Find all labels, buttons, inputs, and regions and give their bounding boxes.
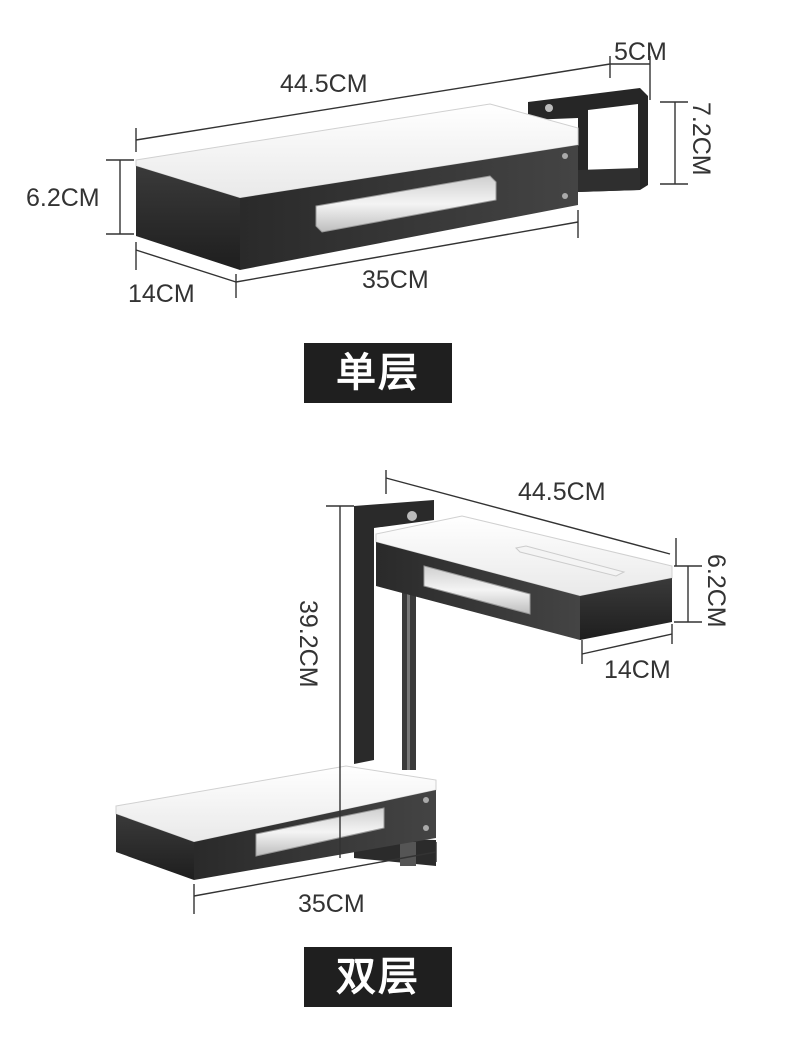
double-upper-tray [375, 515, 673, 640]
single-dimension-lines [106, 56, 688, 298]
dim-bracket-width: 5CM [614, 38, 667, 66]
screw-icon [407, 511, 417, 521]
rivet-icon [562, 193, 568, 199]
double-layer-label: 双层 [304, 947, 452, 1007]
single-layer-label: 单层 [304, 343, 452, 403]
dim-length-top: 44.5CM [280, 70, 368, 98]
double-shelf: 44.5CM 6.2CM 14CM 39.2CM 35CM [115, 470, 730, 918]
dim-depth: 14CM [604, 656, 671, 684]
drain-slot [315, 175, 497, 233]
dim-length-bottom: 35CM [298, 890, 365, 918]
dim-length-top: 44.5CM [518, 478, 606, 506]
single-shelf: 44.5CM 5CM 7.2CM 6.2CM 14CM 35CM [26, 38, 715, 308]
rivet-icon [562, 153, 568, 159]
dim-depth: 14CM [128, 280, 195, 308]
double-lower-tray [115, 765, 437, 880]
dim-bracket-height: 7.2CM [687, 102, 715, 176]
drain-slot [255, 807, 385, 857]
dim-total-height: 39.2CM [294, 600, 322, 688]
double-dimension-lines [193, 470, 702, 914]
single-wall-bracket [528, 88, 648, 192]
rivet-icon [423, 825, 429, 831]
dim-height: 6.2CM [702, 554, 730, 628]
dim-length-bottom: 35CM [362, 266, 429, 294]
rivet-icon [423, 797, 429, 803]
dim-height: 6.2CM [26, 184, 100, 212]
screw-icon [545, 104, 553, 112]
single-tray [135, 103, 579, 270]
drain-slot [423, 565, 531, 615]
